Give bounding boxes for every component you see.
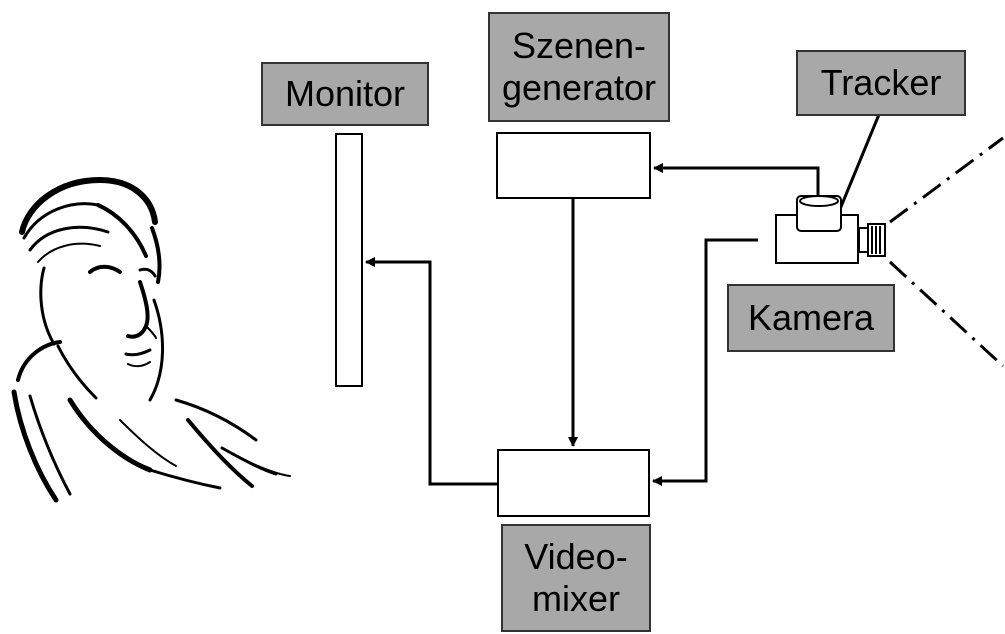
connector-tracker-to-sensor <box>836 111 882 215</box>
person-sketch-icon <box>11 177 291 503</box>
camera-icon <box>775 195 886 264</box>
label-scene-generator: Szenen- generator <box>488 12 670 122</box>
connector-video-mixer-to-monitor <box>365 257 498 486</box>
scene-generator-box <box>496 132 651 199</box>
camera-field-of-view-lower <box>888 260 1005 368</box>
label-monitor-text: Monitor <box>284 73 406 114</box>
connector-camera-to-video-mixer <box>652 238 758 486</box>
camera-field-of-view-upper <box>889 136 1004 224</box>
label-monitor: Monitor <box>261 62 429 126</box>
label-scene-generator-line1: Szenen- <box>511 25 647 66</box>
label-tracker-text: Tracker <box>820 62 942 103</box>
label-video-mixer-line1: Video- <box>524 536 628 577</box>
connector-camera-to-scene-generator <box>653 163 820 196</box>
label-scene-generator-line2: generator <box>501 67 657 108</box>
label-tracker: Tracker <box>796 50 966 116</box>
label-video-mixer-line2: mixer <box>532 578 620 619</box>
label-camera: Kamera <box>727 284 895 352</box>
label-camera-text: Kamera <box>747 297 875 338</box>
monitor-box <box>335 133 363 387</box>
video-mixer-box <box>497 449 650 517</box>
label-video-mixer: Video- mixer <box>501 524 651 632</box>
